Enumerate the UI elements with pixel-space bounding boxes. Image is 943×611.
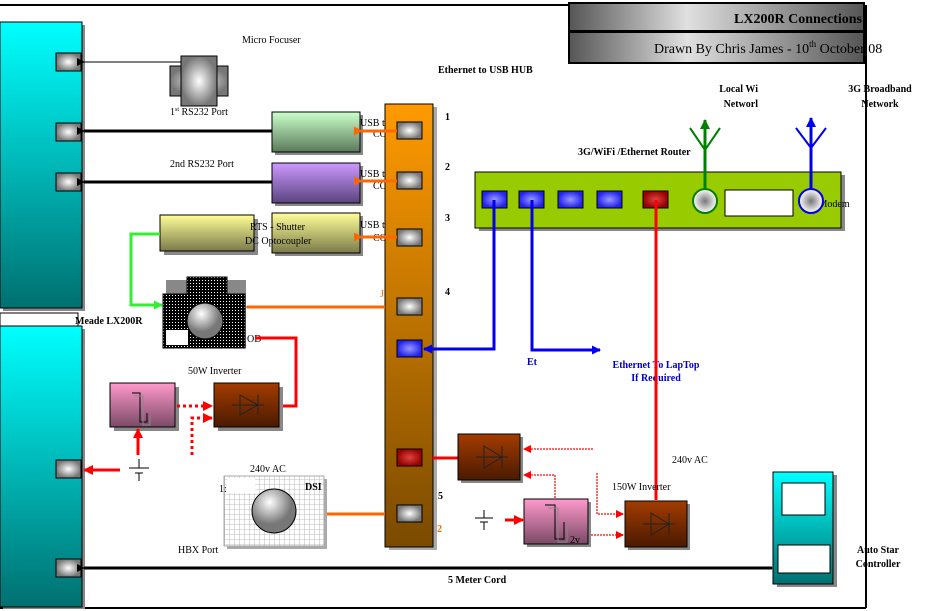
hub-label: Ethernet to USB HUB: [438, 65, 533, 76]
meade-lx200r-telescope: Meade LX200R: [0, 21, 143, 609]
router-lan-port-3[interactable]: [557, 190, 584, 209]
svg-text:USB to: USB to: [360, 118, 390, 129]
svg-text:2v: 2v: [570, 535, 580, 546]
ethernet-cable-laptop: [530, 200, 601, 355]
rs232-port-1-label: 1st RS232 Port: [170, 107, 228, 118]
shutter-cable: [129, 232, 163, 310]
3g-antenna-icon: 3G Broadband Network: [795, 84, 912, 214]
svg-text:J: J: [380, 289, 384, 300]
hub-usb-port-2[interactable]: [396, 171, 423, 190]
hub-ports: [396, 121, 423, 523]
svg-text:Controller: Controller: [856, 559, 901, 570]
telescope-port-power[interactable]: [55, 459, 82, 479]
hub-ethernet-port[interactable]: [396, 339, 423, 358]
diagram-title: LX200R Connections: [734, 12, 863, 27]
hub-usb-port-5[interactable]: [396, 504, 423, 523]
svg-text:Networl: Networl: [724, 99, 759, 110]
modem-label: 3g Modem: [806, 199, 850, 210]
svg-text:2: 2: [437, 524, 442, 535]
telescope-port-rs232-2[interactable]: [55, 172, 82, 192]
router-display: [724, 189, 794, 217]
svg-text:4: 4: [445, 287, 450, 298]
ac-right-label: 240v AC: [672, 455, 708, 466]
micro-focuser: Micro Focuser 1st RS232 Port: [77, 35, 301, 118]
rs232-port-2-label: 2nd RS232 Port: [170, 159, 234, 170]
inverter-50w-label: 50W Inverter: [188, 366, 242, 377]
svg-text:Et: Et: [527, 357, 538, 368]
inverter-50w: 50W Inverter: [188, 366, 283, 431]
svg-text:USB to: USB to: [360, 220, 390, 231]
hub-power-port[interactable]: [396, 448, 423, 467]
svg-text:1:: 1:: [219, 484, 227, 495]
svg-text:5: 5: [438, 491, 443, 502]
autostar-controller[interactable]: Auto Star Controller: [772, 471, 901, 587]
svg-text:Local Wi: Local Wi: [719, 84, 758, 95]
router: 3G/WiFi /Ethernet Router 3g Modem: [474, 147, 850, 231]
battery-icon-left: [129, 459, 149, 481]
telescope-ports: [55, 52, 82, 578]
svg-text:3G Broadband: 3G Broadband: [848, 84, 912, 95]
hbx-port-label: HBX Port: [178, 545, 219, 556]
title-block: LX200R Connections Drawn By Chris James …: [568, 2, 882, 64]
usb-com-adapter-1: USB to COM: [271, 111, 396, 155]
svg-text:Auto Star: Auto Star: [857, 545, 900, 556]
svg-text:DSI: DSI: [305, 482, 322, 493]
hub-usb-port-3[interactable]: [396, 228, 423, 247]
telescope-port-hbx[interactable]: [55, 558, 82, 578]
router-lan-port-4[interactable]: [596, 190, 623, 209]
inverter-150w-label: 150W Inverter: [612, 482, 671, 493]
svg-text:DC Optocoupler: DC Optocoupler: [245, 236, 312, 247]
cord-label: 5 Meter Cord: [448, 575, 507, 586]
svg-text:2: 2: [445, 162, 450, 173]
svg-text:3: 3: [445, 213, 450, 224]
usb-com-adapter-3: USB to COM: [271, 212, 396, 256]
wifi-antenna-icon: Local Wi Networl: [689, 84, 759, 214]
pulse-generator-right: 2v: [523, 498, 591, 547]
telescope-port-rs232-1[interactable]: [55, 122, 82, 142]
svg-text:USB to: USB to: [360, 169, 390, 180]
dsi-camera: DSI 1: 240v AC HBX Port: [178, 464, 327, 556]
usb-com-adapter-2: USB to COM: [271, 162, 396, 206]
svg-text:COM: COM: [373, 181, 396, 192]
telescope-port-focuser[interactable]: [55, 52, 82, 72]
hub-port-numbers: 1 2 3 4 5 2: [437, 112, 450, 535]
svg-text:Network: Network: [861, 99, 899, 110]
camera-power-cable: [255, 336, 298, 408]
dc-optocoupler: RTS - Shutter DC Optocoupler: [159, 214, 312, 255]
dsi-ac-label: 240v AC: [250, 464, 286, 475]
telescope-label: Meade LX200R: [75, 316, 143, 327]
hub-inverter: [457, 433, 523, 483]
pulse-generator-left: [109, 382, 179, 431]
svg-text:OD: OD: [247, 334, 261, 345]
page-frame: [0, 4, 867, 609]
svg-text:COM: COM: [373, 129, 396, 140]
svg-text:1: 1: [445, 112, 450, 123]
hub-usb-port-1[interactable]: [396, 121, 423, 140]
hub-usb-port-4[interactable]: [396, 297, 423, 316]
camera: OD: [162, 276, 261, 349]
router-label: 3G/WiFi /Ethernet Router: [578, 147, 691, 158]
inverter-150w: 150W Inverter: [612, 482, 690, 550]
ethernet-cable-hub: [423, 200, 496, 354]
diagram-subtitle: Drawn By Chris James - 10th October 08: [654, 39, 882, 57]
battery-icon-right: [475, 510, 493, 530]
svg-text:RTS - Shutter: RTS - Shutter: [250, 222, 306, 233]
micro-focuser-label: Micro Focuser: [242, 35, 301, 46]
